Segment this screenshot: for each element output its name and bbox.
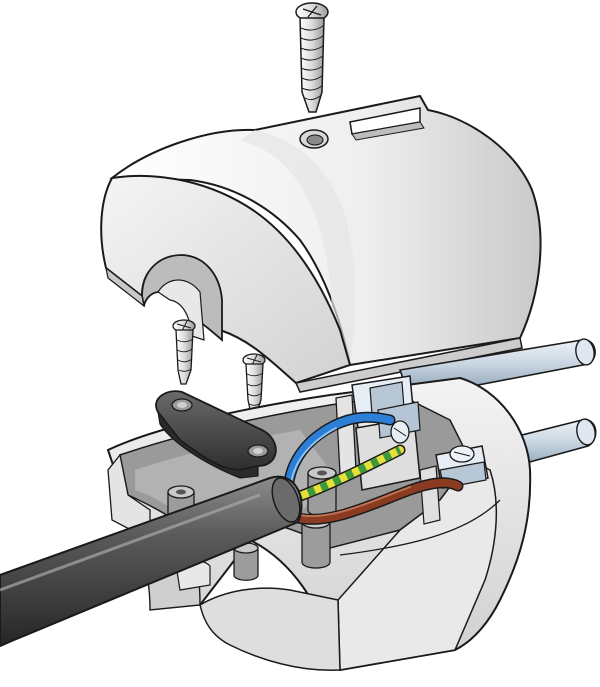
cable-sheath <box>0 475 303 648</box>
base-post-lower-left <box>233 542 259 581</box>
cord-clamp <box>155 390 277 479</box>
cord-clamp-screw-left <box>172 319 196 385</box>
cord-clamp-screw-right <box>242 353 266 415</box>
plug-cover <box>100 94 542 393</box>
top-screw <box>295 2 329 113</box>
earth-wire <box>289 444 406 504</box>
brown-wire <box>292 477 464 525</box>
